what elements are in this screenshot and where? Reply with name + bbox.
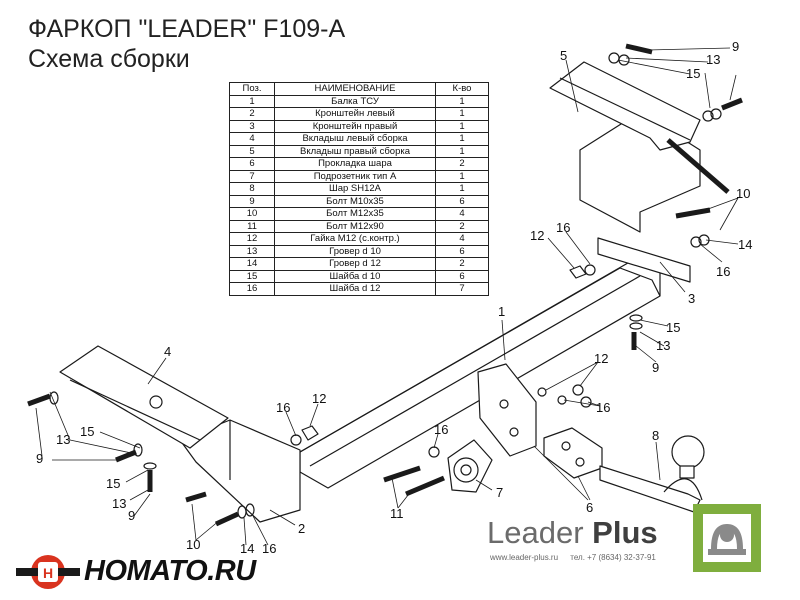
brand-site: www.leader-plus.ru <box>490 553 559 562</box>
cell-qty: 6 <box>435 269 489 283</box>
callout-3: 3 <box>688 291 695 306</box>
brand-leader: Leader <box>487 515 584 550</box>
svg-text:Н: Н <box>43 565 53 581</box>
callout-10-left: 10 <box>186 537 200 552</box>
insert-left <box>59 345 229 449</box>
callout-5: 5 <box>560 48 567 63</box>
callout-14-right: 14 <box>738 237 752 252</box>
callout-12-mid: 12 <box>594 351 608 366</box>
callout-11: 11 <box>390 506 404 521</box>
callout-13-top: 13 <box>706 52 720 67</box>
callout-15-left: 15 <box>80 424 94 439</box>
brand-name: Leader Plus <box>487 515 658 551</box>
title-line-2: Схема сборки <box>28 45 190 73</box>
callout-16-center: 16 <box>434 422 448 437</box>
leader-lines <box>35 47 739 546</box>
brand-plus: Plus <box>592 515 658 550</box>
callout-9-mid: 9 <box>652 360 659 375</box>
insert-right <box>549 61 730 194</box>
callout-9-left: 9 <box>36 451 43 466</box>
callout-16-left: 16 <box>276 400 290 415</box>
cell-qty: 7 <box>435 282 489 296</box>
leader-plus-logo-icon <box>693 504 761 572</box>
bracket-left <box>179 419 301 523</box>
callout-labels: 1 2 3 4 5 6 7 8 9 9 9 9 10 10 11 12 12 1… <box>36 39 752 556</box>
callout-15-bottom: 15 <box>106 476 120 491</box>
callout-2: 2 <box>298 521 305 536</box>
callout-9-bottom: 9 <box>128 508 135 523</box>
homato-watermark: HOMATO.RU <box>84 555 256 587</box>
callout-10-right: 10 <box>736 186 750 201</box>
socket-plate <box>447 439 493 493</box>
callout-15-top: 15 <box>686 66 700 81</box>
callout-15-mid: 15 <box>666 320 680 335</box>
brand-contacts: www.leader-plus.ru тел. +7 (8634) 32-37-… <box>490 553 656 562</box>
callout-14-left: 14 <box>240 541 254 556</box>
callout-12-left: 12 <box>312 391 326 406</box>
diagram-title: ФАРКОП "LEADER" F109-A Схема сборки <box>28 14 345 74</box>
callout-6: 6 <box>586 500 593 515</box>
callout-13-left: 13 <box>56 432 70 447</box>
tow-ball <box>599 435 705 513</box>
title-line-1: ФАРКОП "LEADER" F109-A <box>28 15 346 43</box>
brand-phone: тел. +7 (8634) 32-37-91 <box>570 553 656 562</box>
homato-logo-icon: Н <box>16 555 80 589</box>
callout-9-top: 9 <box>732 39 739 54</box>
cell-name: Шайба d 12 <box>274 282 436 296</box>
cell-qty: 4 <box>435 232 489 246</box>
callout-16-bottom: 16 <box>262 541 276 556</box>
callout-16-right-top: 16 <box>556 220 570 235</box>
ball-plates <box>477 363 603 479</box>
callout-16-mid: 16 <box>596 400 610 415</box>
callout-1: 1 <box>498 304 505 319</box>
callout-7: 7 <box>496 485 503 500</box>
callout-13-mid: 13 <box>656 338 670 353</box>
callout-8: 8 <box>652 428 659 443</box>
callout-4: 4 <box>164 344 171 359</box>
callout-12-right: 12 <box>530 228 544 243</box>
callout-13-bottom: 13 <box>112 496 126 511</box>
callout-16-right: 16 <box>716 264 730 279</box>
